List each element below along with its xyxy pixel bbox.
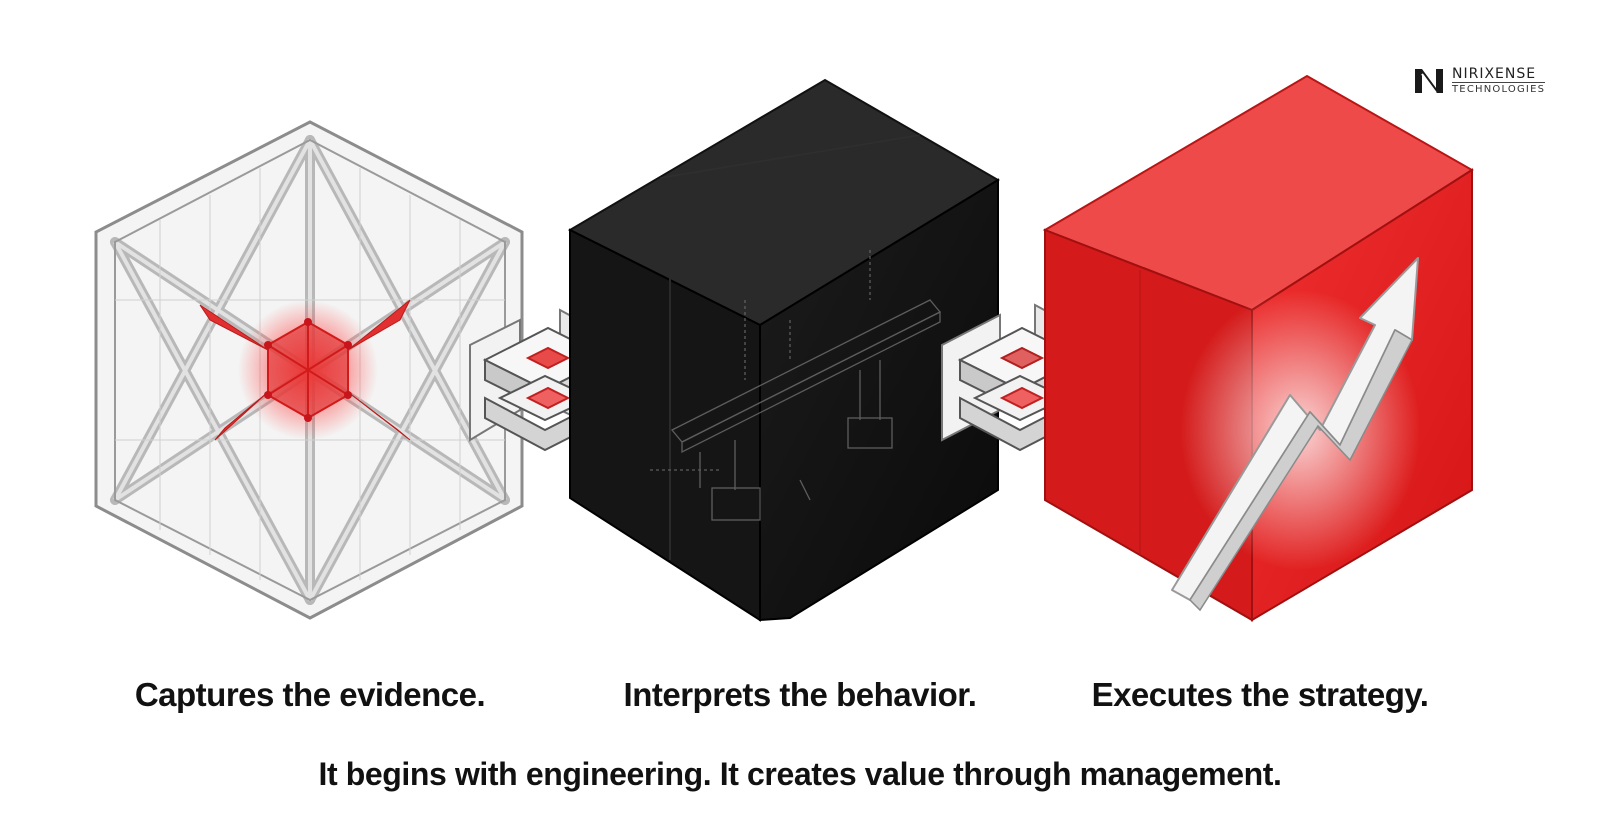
brand-logo: NIRIXENSE TECHNOLOGIES <box>1412 66 1546 96</box>
stage-3-caption: Executes the strategy. <box>1091 676 1429 713</box>
n-logo-icon <box>1415 69 1443 94</box>
red-cube <box>1042 74 1474 622</box>
wireframe-cube <box>94 120 524 620</box>
stage-2-caption: Interprets the behavior. <box>623 676 977 713</box>
brand-subtitle: TECHNOLOGIES <box>1452 84 1546 95</box>
brand-name: NIRIXENSE <box>1452 67 1546 83</box>
stage-1-caption: Captures the evidence. <box>134 676 486 713</box>
black-cube <box>567 78 1000 622</box>
tagline: It begins with engineering. It creates v… <box>318 756 1282 792</box>
three-stage-diagram <box>94 74 1474 622</box>
